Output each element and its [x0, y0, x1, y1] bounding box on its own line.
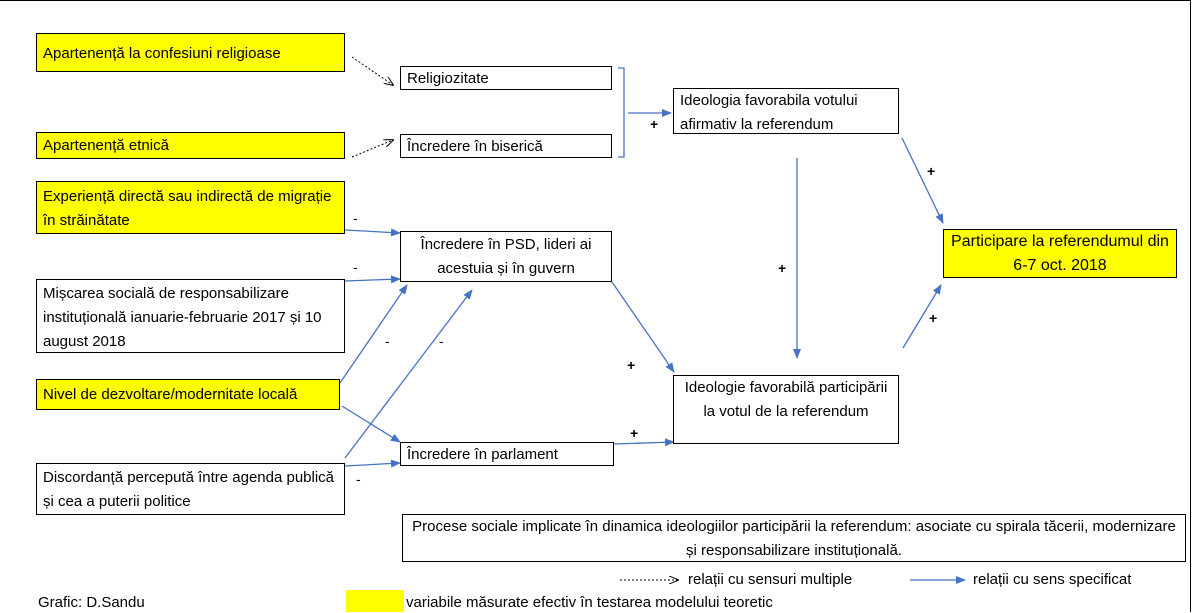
input-dezvoltare: Nivel de dezvoltare/modernitate locală — [36, 379, 340, 410]
outcome-participare: Participare la referendumul din 6-7 oct.… — [943, 229, 1177, 278]
sign-minus-discordanta-parlament: - — [356, 471, 361, 487]
input-migratie-label: Experiență directă sau indirectă de migr… — [43, 188, 332, 229]
mediator-incredere-parlament-label: Încredere în parlament — [407, 446, 558, 463]
dotted-arrow-confesiuni — [351, 56, 393, 85]
sign-minus-migratie: - — [353, 210, 358, 226]
arrow-psd-participare — [611, 281, 675, 373]
arrow-dezvoltare-parlament — [341, 405, 401, 443]
legend-yellow-label: variabile măsurate efectiv în testarea m… — [406, 594, 773, 611]
sign-plus-bracket: + — [650, 116, 659, 132]
ideology-vot-afirmativ: Ideologia favorabila votului afirmativ l… — [673, 88, 899, 134]
sign-plus-parlament-participare: + — [630, 425, 639, 441]
input-discordanta: Discordanță percepută între agenda publi… — [36, 463, 345, 515]
sign-plus-psd-participare: + — [627, 357, 636, 373]
sign-minus-discordanta-psd: - — [439, 333, 444, 349]
mediator-incredere-biserica-label: Încredere în biserică — [407, 138, 543, 155]
dotted-arrow-etnica — [351, 140, 393, 158]
processes-note-text: Procese sociale implicate în dinamica id… — [412, 518, 1176, 559]
mediator-religiozitate: Religiozitate — [400, 66, 612, 90]
legend-solid-label: relații cu sens specificat — [973, 571, 1132, 588]
mediator-incredere-psd-label: Încredere în PSD, lideri ai acestuia și … — [420, 236, 592, 277]
arrow-discordanta-psd — [344, 289, 473, 459]
sign-plus-participare-outcome: + — [929, 310, 938, 326]
mediator-incredere-parlament: Încredere în parlament — [400, 442, 614, 466]
arrow-discordanta-parlament — [344, 459, 401, 468]
input-etnica: Apartenență etnică — [36, 132, 345, 159]
input-miscare: Mișcarea socială de responsabilizare ins… — [36, 279, 345, 353]
mediator-incredere-psd: Încredere în PSD, lideri ai acestuia și … — [400, 231, 612, 282]
input-dezvoltare-label: Nivel de dezvoltare/modernitate locală — [43, 386, 298, 403]
ideology-participare-vot: Ideologie favorabilă participării la vot… — [673, 375, 899, 444]
arrow-vot-outcome — [901, 137, 944, 224]
mediator-incredere-biserica: Încredere în biserică — [400, 134, 612, 158]
arrow-participare-outcome — [902, 284, 942, 349]
credit: Grafic: D.Sandu — [38, 594, 145, 611]
ideology-participare-vot-label: Ideologie favorabilă participării la vot… — [684, 379, 888, 420]
arrow-miscare-psd — [344, 275, 401, 284]
input-miscare-label: Mișcarea socială de responsabilizare ins… — [43, 285, 322, 350]
sign-plus-vot-participare: + — [778, 260, 787, 276]
legend-yellow-swatch — [346, 590, 404, 612]
input-confesiuni-label: Apartenență la confesiuni religioase — [43, 45, 281, 62]
arrow-parlament-participare — [613, 438, 675, 447]
input-etnica-label: Apartenență etnică — [43, 137, 169, 154]
arrow-dezvoltare-psd — [339, 284, 408, 384]
outcome-participare-label: Participare la referendumul din 6-7 oct.… — [951, 233, 1169, 274]
ideology-vot-afirmativ-label: Ideologia favorabila votului afirmativ l… — [680, 92, 858, 133]
sign-plus-vot-outcome: + — [927, 163, 936, 179]
sign-minus-dezvoltare: - — [385, 333, 390, 349]
input-confesiuni: Apartenență la confesiuni religioase — [36, 33, 345, 72]
input-discordanta-label: Discordanță percepută între agenda publi… — [43, 469, 335, 510]
bracket — [618, 67, 625, 158]
processes-note: Procese sociale implicate în dinamica id… — [402, 514, 1186, 562]
sign-minus-miscare: - — [353, 259, 358, 275]
legend-dotted-label: relații cu sensuri multiple — [688, 571, 853, 588]
mediator-religiozitate-label: Religiozitate — [407, 70, 489, 87]
input-migratie: Experiență directă sau indirectă de migr… — [36, 181, 345, 234]
arrow-migratie-psd — [344, 228, 401, 237]
